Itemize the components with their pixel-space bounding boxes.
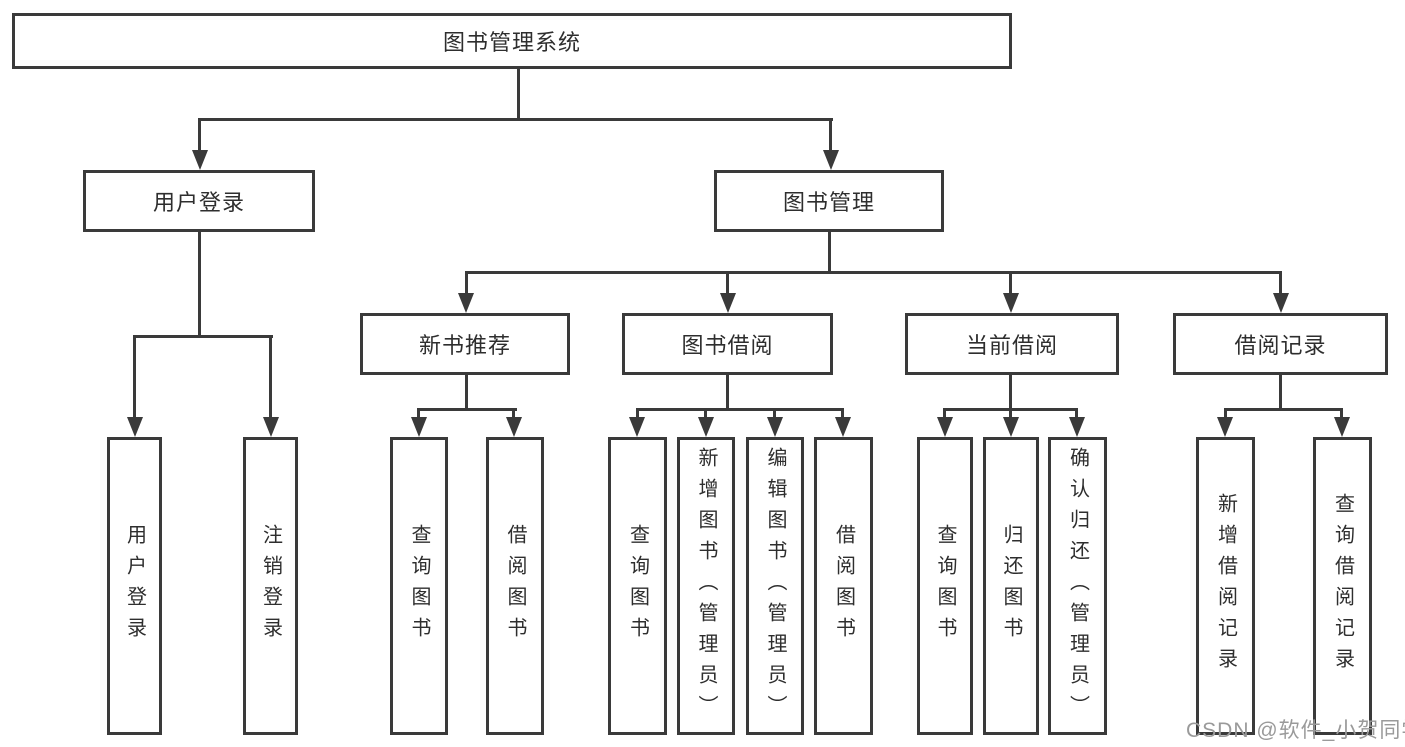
- connector-stem: [198, 232, 201, 338]
- connector-elbow: [636, 408, 843, 411]
- arrowhead-icon: [1069, 417, 1085, 437]
- node-label: 用户登录: [152, 190, 245, 215]
- arrowhead-icon: [411, 417, 427, 437]
- leaf-query-books-current: 查询图书: [917, 437, 973, 735]
- leaf-label: 用户登录: [123, 524, 146, 648]
- connector-drop: [1224, 408, 1227, 422]
- connector-drop: [1075, 408, 1078, 422]
- arrowhead-icon: [629, 417, 645, 437]
- connector-stem: [1009, 375, 1012, 411]
- leaf-label: 确认归还（管理员）: [1066, 446, 1089, 726]
- connector-root-elbow: [198, 118, 833, 121]
- connector-drop: [465, 271, 468, 295]
- arrowhead-icon: [1273, 293, 1289, 313]
- arrowhead-icon: [823, 150, 839, 170]
- connector-elbow: [1224, 408, 1343, 411]
- leaf-confirm-return-admin: 确认归还（管理员）: [1048, 437, 1107, 735]
- leaf-add-books-admin: 新增图书（管理员）: [677, 437, 735, 735]
- connector-drop: [512, 408, 515, 422]
- arrowhead-icon: [1003, 293, 1019, 313]
- node-borrowing-records: 借阅记录: [1173, 313, 1388, 375]
- leaf-return-books: 归还图书: [983, 437, 1039, 735]
- arrowhead-icon: [835, 417, 851, 437]
- node-label: 图书借阅: [681, 333, 774, 358]
- connector-drop: [269, 335, 272, 419]
- leaf-add-borrow-record: 新增借阅记录: [1196, 437, 1255, 735]
- connector-drop: [841, 408, 844, 422]
- node-label: 借阅记录: [1234, 333, 1327, 358]
- arrowhead-icon: [506, 417, 522, 437]
- connector-drop: [636, 408, 639, 422]
- leaf-query-books-recommend: 查询图书: [390, 437, 448, 735]
- leaf-borrow-books-recommend: 借阅图书: [486, 437, 544, 735]
- connector-drop: [1009, 408, 1012, 422]
- connector-stem: [465, 375, 468, 411]
- arrowhead-icon: [458, 293, 474, 313]
- leaf-label: 查询图书: [934, 524, 956, 648]
- node-library-management-system: 图书管理系统: [12, 13, 1012, 69]
- arrowhead-icon: [192, 150, 208, 170]
- connector-drop: [829, 118, 832, 152]
- arrowhead-icon: [720, 293, 736, 313]
- node-current-borrowing: 当前借阅: [905, 313, 1119, 375]
- arrowhead-icon: [1334, 417, 1350, 437]
- leaf-query-borrow-record: 查询借阅记录: [1313, 437, 1372, 735]
- leaf-label: 借阅图书: [832, 524, 855, 648]
- connector-elbow: [417, 408, 517, 411]
- connector-drop: [943, 408, 946, 422]
- leaf-query-books-borrow: 查询图书: [608, 437, 667, 735]
- leaf-edit-books-admin: 编辑图书（管理员）: [746, 437, 804, 735]
- node-book-management: 图书管理: [714, 170, 944, 232]
- node-book-borrowing: 图书借阅: [622, 313, 833, 375]
- connector-drop: [417, 408, 420, 422]
- leaf-label: 归还图书: [1000, 524, 1022, 648]
- arrowhead-icon: [767, 417, 783, 437]
- arrowhead-icon: [937, 417, 953, 437]
- connector-stem: [726, 375, 729, 411]
- connector-drop: [773, 408, 776, 422]
- node-label: 图书管理系统: [442, 30, 581, 55]
- node-label: 图书管理: [782, 190, 875, 215]
- connector-drop: [726, 271, 729, 295]
- node-label: 当前借阅: [965, 333, 1058, 358]
- leaf-user-login: 用户登录: [107, 437, 162, 735]
- node-label: 新书推荐: [418, 333, 511, 358]
- connector-drop: [704, 408, 707, 422]
- leaf-label: 编辑图书（管理员）: [764, 446, 786, 726]
- arrowhead-icon: [263, 417, 279, 437]
- leaf-label: 查询图书: [408, 524, 430, 648]
- connector-stem: [1279, 375, 1282, 411]
- connector-drop: [1279, 271, 1282, 295]
- leaf-label: 借阅图书: [504, 524, 526, 648]
- arrowhead-icon: [1217, 417, 1233, 437]
- connector-elbow: [133, 335, 273, 338]
- node-new-book-recommendation: 新书推荐: [360, 313, 570, 375]
- arrowhead-icon: [1003, 417, 1019, 437]
- connector-drop: [1009, 271, 1012, 295]
- leaf-label: 新增借阅记录: [1214, 493, 1237, 679]
- connector-stem: [828, 232, 831, 274]
- connector-drop: [198, 118, 201, 152]
- leaf-label: 注销登录: [259, 524, 282, 648]
- node-user-login: 用户登录: [83, 170, 315, 232]
- connector-drop: [1340, 408, 1343, 422]
- arrowhead-icon: [698, 417, 714, 437]
- leaf-logout: 注销登录: [243, 437, 298, 735]
- leaf-label: 新增图书（管理员）: [695, 446, 717, 726]
- leaf-label: 查询图书: [626, 524, 649, 648]
- connector-root-stem: [517, 69, 520, 120]
- arrowhead-icon: [127, 417, 143, 437]
- connector-drop: [133, 335, 136, 419]
- csdn-watermark: CSDN @软件_小贺同学: [1186, 719, 1405, 742]
- leaf-label: 查询借阅记录: [1331, 493, 1354, 679]
- leaf-borrow-books: 借阅图书: [814, 437, 873, 735]
- connector-elbow: [465, 271, 1282, 274]
